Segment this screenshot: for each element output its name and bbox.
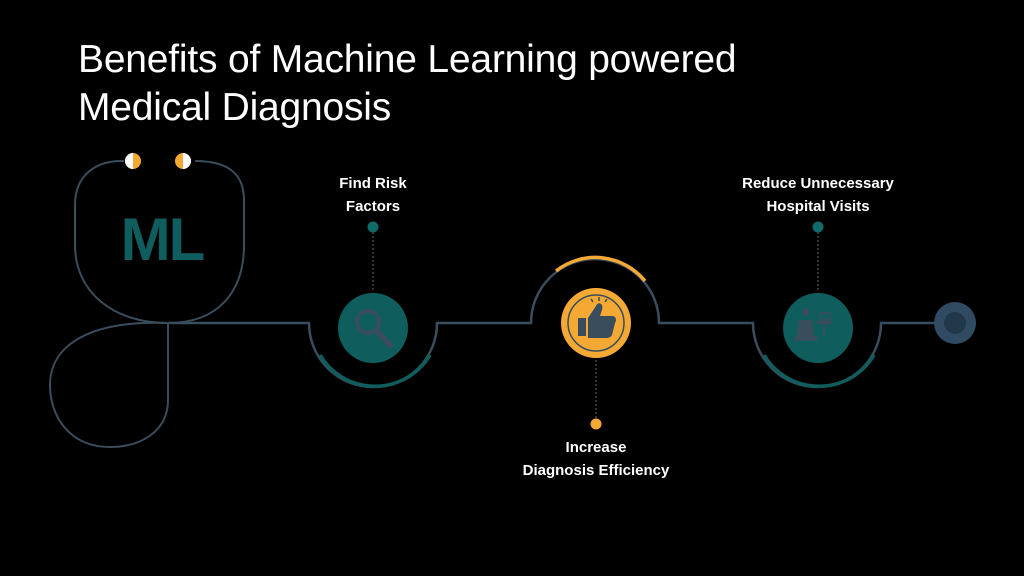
accent-arc-2 (554, 255, 647, 283)
ml-logo: ML (121, 206, 204, 273)
connector-dot-3 (812, 221, 824, 233)
benefit-node-1 (338, 293, 408, 363)
connector-dot-2 (590, 418, 602, 430)
magnifier-icon (355, 309, 393, 348)
slide-title: Benefits of Machine Learning powered Med… (78, 36, 978, 132)
benefit-label-1: Find Risk Factors (339, 175, 407, 215)
title-line-2: Medical Diagnosis (78, 86, 392, 129)
ear-tip-left (125, 153, 141, 169)
timeline-end-node (934, 302, 976, 344)
thumbs-up-icon (578, 297, 616, 338)
benefit-node-2 (561, 288, 631, 358)
benefit-label-2: Increase Diagnosis Efficiency (522, 439, 670, 479)
title-line-1: Benefits of Machine Learning powered (78, 38, 737, 81)
patient-at-home-icon (795, 308, 832, 341)
connector-dot-1 (367, 221, 379, 233)
stethoscope-tube (48, 321, 169, 449)
ear-tip-right (175, 153, 191, 169)
accent-arc-1 (318, 354, 432, 389)
benefit-label-3: Reduce Unnecessary Hospital Visits (742, 175, 894, 215)
accent-arc-3 (762, 354, 876, 389)
benefit-node-3 (783, 293, 853, 363)
